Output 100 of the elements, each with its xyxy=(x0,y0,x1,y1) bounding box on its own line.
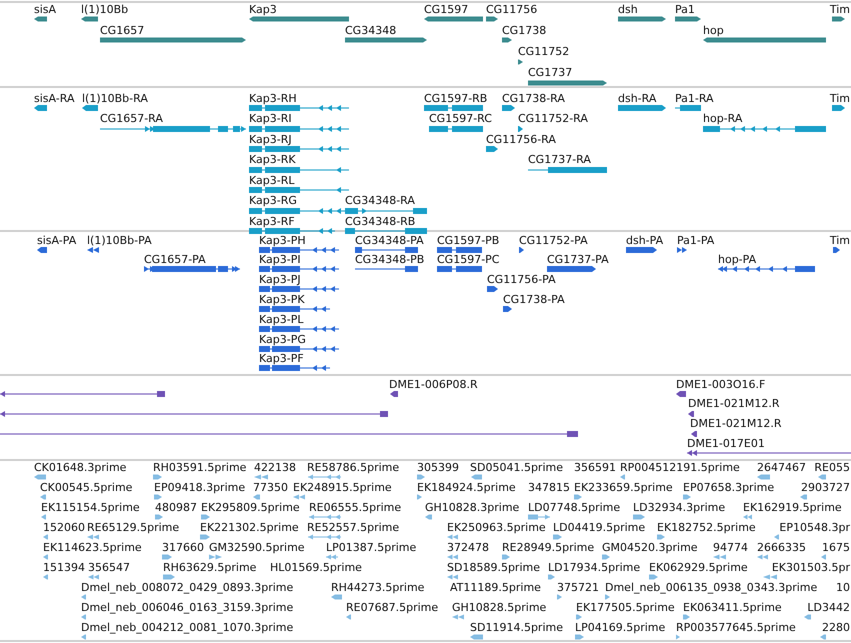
feature-label: CG34348-PA xyxy=(355,234,424,246)
feature-label: RE52557.5prime xyxy=(307,520,400,534)
feature-label: CG11752-PA xyxy=(519,234,588,246)
feature-label: Kap3-PF xyxy=(259,352,304,366)
feature-label: Dmel_neb_006046_0163_3159.3prime xyxy=(81,600,294,614)
feature-label: CG1597-RC xyxy=(429,112,492,125)
feature-label: CG1737-RA xyxy=(528,153,591,166)
feature-label: 317660 xyxy=(162,540,204,554)
feature-label: Pa1 xyxy=(675,2,695,16)
feature-label: Kap3-PG xyxy=(259,332,306,346)
feature-label: RP004512191.5prime xyxy=(620,460,740,474)
feature-label: CG34348-RB xyxy=(345,214,416,228)
feature-label: 94774 xyxy=(713,540,748,554)
feature-label: Tim xyxy=(830,92,850,104)
feature-label: CG1597-PC xyxy=(437,253,500,266)
feature-label: EK233659.5prime xyxy=(574,480,673,494)
feature-label: Kap3-PI xyxy=(259,253,301,266)
feature-label: 1675 xyxy=(822,540,850,554)
feature-label: RP003577645.5prime xyxy=(676,620,796,634)
feature-label: LD04419.5prime xyxy=(553,520,646,534)
feature-label: CG11752-RA xyxy=(518,112,588,125)
feature-label: CG1597-PB xyxy=(437,234,500,246)
feature-label: RH03591.5prime xyxy=(153,460,246,474)
feature-label: CK01648.3prime xyxy=(34,460,126,474)
feature-label: LD07748.5prime xyxy=(528,500,620,514)
feature-label: Tim xyxy=(830,2,850,16)
feature-label: CK00545.5prime xyxy=(40,480,132,494)
feature-label: GH10828.5prime xyxy=(452,600,546,614)
feature-label: Dmel_neb_004212_0081_1070.3prime xyxy=(81,620,294,634)
feature-label: EK063411.5prime xyxy=(683,600,782,614)
feature-label: Kap3-RH xyxy=(249,92,297,104)
feature-label: EP09418.3prime xyxy=(154,480,246,494)
feature-label: 2280 xyxy=(822,620,850,634)
feature-label: dsh-RA xyxy=(618,92,656,104)
feature-label: 356547 xyxy=(88,560,130,574)
feature-label: RH63629.5prime xyxy=(163,560,256,574)
feature-label: Kap3-RF xyxy=(249,214,295,228)
feature-label: 480987 xyxy=(155,500,197,514)
feature-label: EK114623.5prime xyxy=(43,540,142,554)
feature-label: 2666335 xyxy=(757,540,806,554)
feature-label: 422138 xyxy=(254,460,296,474)
feature-label: DME1-017E01 xyxy=(687,436,765,450)
feature-label: 77350 xyxy=(253,480,288,494)
feature-label: EK162919.5prime xyxy=(743,500,842,514)
feature-label: LD32934.3prime xyxy=(633,500,726,514)
feature-label: CG1738-RA xyxy=(502,92,565,104)
feature-label: GH10828.3prime xyxy=(425,500,520,514)
feature-label: EK062929.5prime xyxy=(649,560,748,574)
feature-label: RE58786.5prime xyxy=(307,460,400,474)
feature-label: CG1738 xyxy=(502,24,546,37)
feature-label: DME1-003O16.F xyxy=(676,378,766,390)
feature-label: RH44273.5prime xyxy=(331,580,424,594)
feature-label: LD3442 xyxy=(807,600,850,614)
feature-label: Dmel_neb_006135_0938_0343.3prime xyxy=(605,580,818,594)
feature-label: Tim xyxy=(830,234,850,246)
feature-label: CG11756-PA xyxy=(487,273,556,286)
feature-label: hop-RA xyxy=(703,112,742,125)
feature-label: DME1-006P08.R xyxy=(389,378,478,390)
feature-label: DME1-021M12.R xyxy=(688,397,780,410)
feature-label: SD11914.5prime xyxy=(470,620,563,634)
feature-label: 10 xyxy=(836,580,850,594)
feature-label: Kap3-RL xyxy=(249,174,294,186)
feature-label: RE65129.5prime xyxy=(87,520,180,534)
feature-label: Kap3 xyxy=(249,2,277,16)
feature-label: EK177505.5prime xyxy=(576,600,675,614)
feature-label: RE28949.5prime xyxy=(502,540,594,554)
feature-label: Kap3-RJ xyxy=(249,132,292,146)
feature-label: RE07687.5prime xyxy=(346,600,438,614)
feature-label: dsh-PA xyxy=(626,234,664,246)
feature-label: 372478 xyxy=(447,540,489,554)
feature-label: Dmel_neb_008072_0429_0893.3prime xyxy=(81,580,294,594)
feature-label: EK115154.5prime xyxy=(41,500,140,514)
feature-label: CG1597-RB xyxy=(424,92,488,104)
feature-label: Kap3-RK xyxy=(249,153,296,166)
feature-label: hop xyxy=(703,24,724,37)
feature-label: Kap3-PH xyxy=(259,234,306,246)
feature-label: CG11756 xyxy=(486,2,538,16)
feature-label: RE06555.5prime xyxy=(309,500,402,514)
feature-label: 2647467 xyxy=(757,460,806,474)
feature-label: 152060 xyxy=(43,520,85,534)
feature-label: 347815 xyxy=(528,480,570,494)
feature-label: 375721 xyxy=(557,580,599,594)
feature-label: sisA xyxy=(34,2,56,16)
feature-label: LP04169.5prime xyxy=(575,620,666,634)
feature-label: HL01569.5prime xyxy=(270,560,362,574)
feature-label: EP07658.3prime xyxy=(683,480,774,494)
feature-label: l(1)10Bb xyxy=(81,2,128,16)
feature-label: EK182752.5prime xyxy=(657,520,756,534)
feature-label: LP01387.5prime xyxy=(326,540,416,554)
feature-label: SD18589.5prime xyxy=(447,560,540,574)
feature-label: GM04520.3prime xyxy=(602,540,698,554)
feature-label: CG11756-RA xyxy=(486,132,556,146)
feature-label: l(1)10Bb-PA xyxy=(87,234,152,246)
feature-label: sisA-RA xyxy=(34,92,74,104)
feature-label: CG34348 xyxy=(345,24,396,37)
feature-label: 151394 xyxy=(43,560,85,574)
feature-label: CG34348-RA xyxy=(345,194,415,207)
feature-label: Kap3-PL xyxy=(259,312,304,326)
feature-label: CG1657-RA xyxy=(100,112,163,125)
feature-label: EP10548.3pr xyxy=(779,520,850,534)
